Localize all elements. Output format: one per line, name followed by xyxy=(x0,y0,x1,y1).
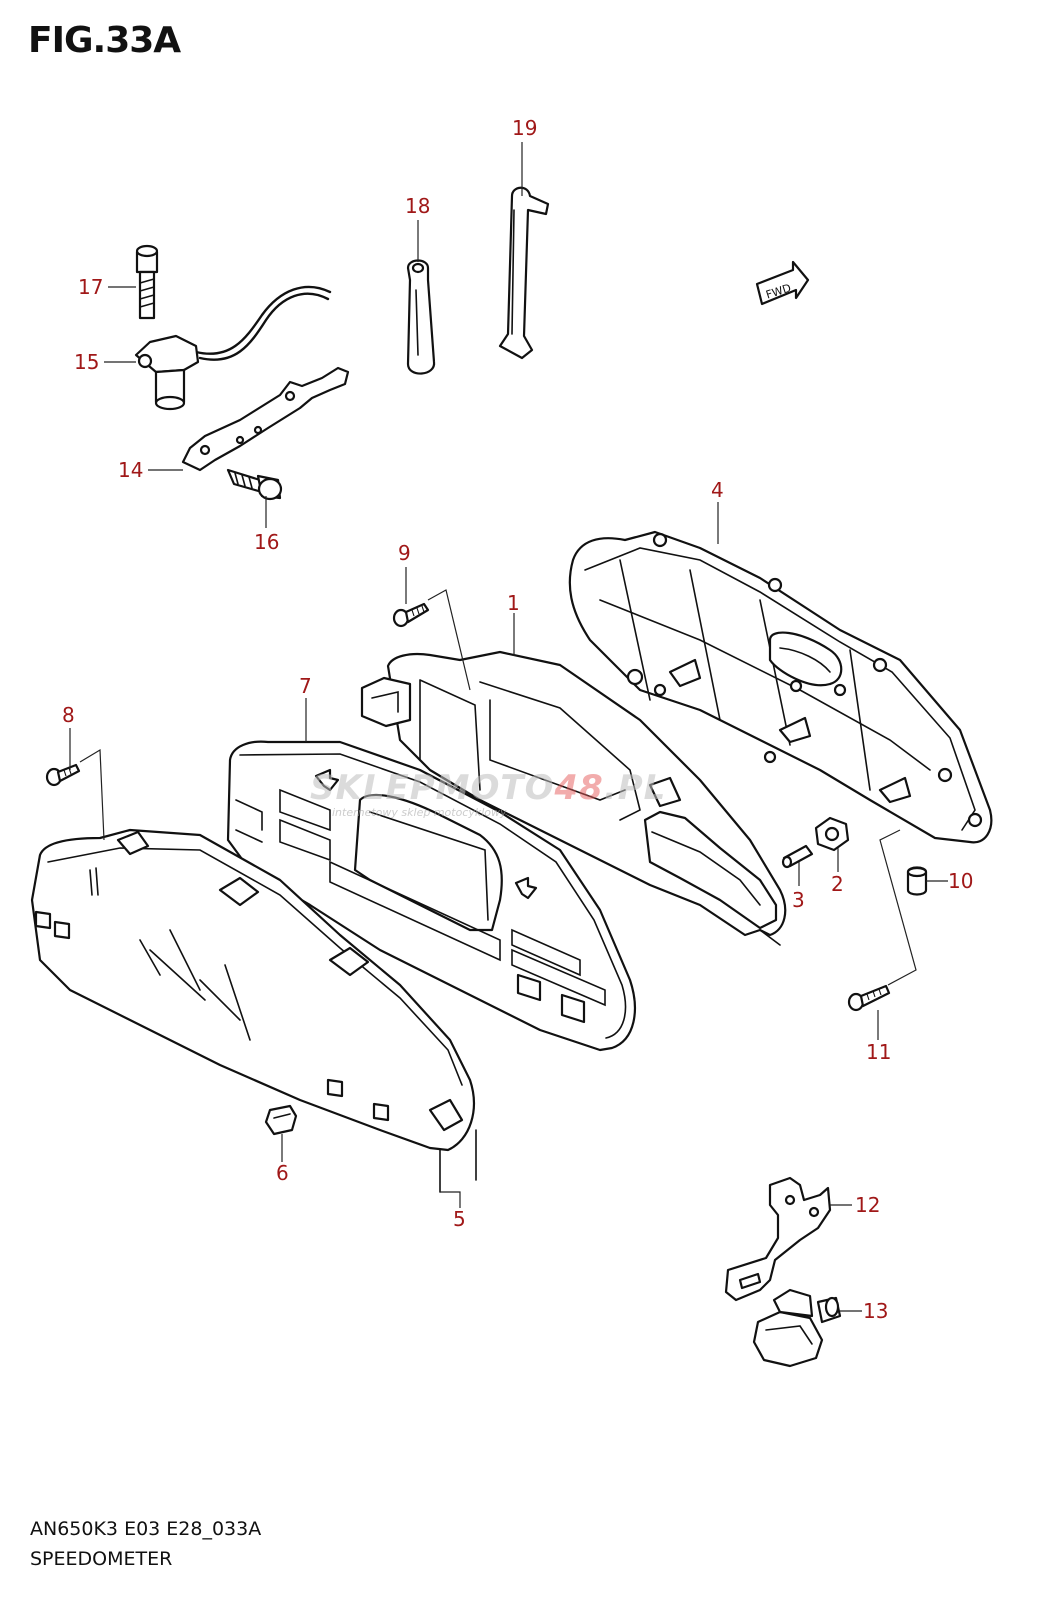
leader-lines xyxy=(69,142,948,1312)
part-13-sensor xyxy=(752,1288,842,1368)
watermark-brand: SKLEPMOTO xyxy=(310,768,555,808)
model-code: AN650K3 E03 E28_033A xyxy=(30,1518,262,1540)
part-10-cap xyxy=(906,866,928,896)
fwd-arrow-icon: FWD xyxy=(755,260,810,306)
part-18-strap xyxy=(406,259,436,375)
callout-2: 2 xyxy=(831,872,844,896)
part-11-screw xyxy=(847,984,891,1012)
part-14-bracket xyxy=(181,366,350,472)
part-3-pin xyxy=(781,844,814,869)
callout-9: 9 xyxy=(398,541,411,565)
watermark: SKLEPMOTO48.PL xyxy=(310,768,666,808)
watermark-number: 48 xyxy=(554,768,604,808)
callout-15: 15 xyxy=(74,350,100,374)
part-6-clip xyxy=(264,1104,298,1136)
watermark-suffix: .PL xyxy=(603,768,667,808)
callout-6: 6 xyxy=(276,1161,289,1185)
callout-12: 12 xyxy=(855,1193,881,1217)
callout-10: 10 xyxy=(948,869,974,893)
figure-title: FIG.33A xyxy=(28,20,181,61)
callout-8: 8 xyxy=(62,703,75,727)
callout-18: 18 xyxy=(405,194,431,218)
part-4-lower-case xyxy=(568,530,993,844)
callout-7: 7 xyxy=(299,674,312,698)
part-9-screw xyxy=(392,602,430,628)
callout-17: 17 xyxy=(78,275,104,299)
callout-1: 1 xyxy=(507,591,520,615)
part-8-screw xyxy=(45,763,81,787)
callout-19: 19 xyxy=(512,116,538,140)
watermark-tagline: internetowy sklep motocyklowy xyxy=(332,806,507,819)
callout-4: 4 xyxy=(711,478,724,502)
assembly-name: SPEEDOMETER xyxy=(30,1548,173,1570)
part-12-bracket xyxy=(724,1176,832,1302)
callout-13: 13 xyxy=(863,1299,889,1323)
callout-14: 14 xyxy=(118,458,144,482)
part-19-lever xyxy=(498,186,550,360)
callout-11: 11 xyxy=(866,1040,892,1064)
part-1-meter-body xyxy=(360,650,787,946)
callout-3: 3 xyxy=(792,888,805,912)
part-2-grommet xyxy=(814,816,850,852)
part-16-bolt xyxy=(226,468,283,501)
callout-16: 16 xyxy=(254,530,280,554)
part-15-speed-sensor xyxy=(134,285,332,411)
part-7-inner-panel xyxy=(226,740,636,1052)
part-17-bolt xyxy=(135,244,159,320)
callout-5: 5 xyxy=(453,1207,466,1231)
part-5-front-cover xyxy=(30,828,477,1193)
